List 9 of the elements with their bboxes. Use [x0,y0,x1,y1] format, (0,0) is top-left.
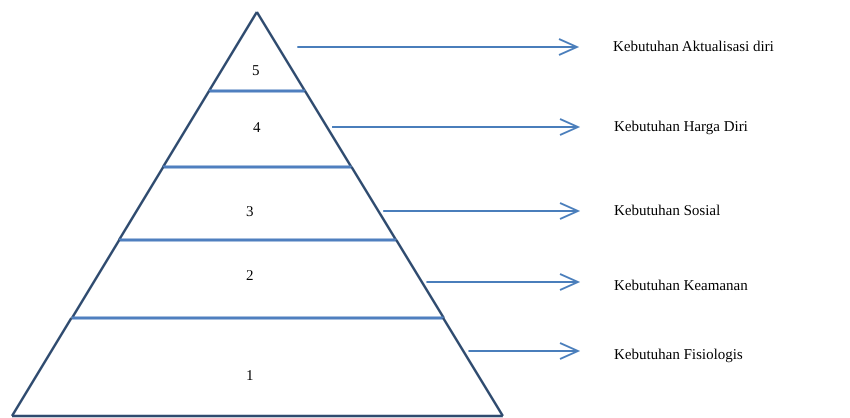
arrow [383,202,579,220]
need-label: Kebutuhan Sosial [614,202,720,220]
need-label: Kebutuhan Fisiologis [614,346,743,364]
need-label: Kebutuhan Aktualisasi diri [613,38,774,56]
arrow [426,273,579,291]
arrow [332,118,579,136]
need-label: Kebutuhan Keamanan [614,277,748,295]
need-label: Kebutuhan Harga Diri [614,118,748,136]
arrow [297,38,578,56]
